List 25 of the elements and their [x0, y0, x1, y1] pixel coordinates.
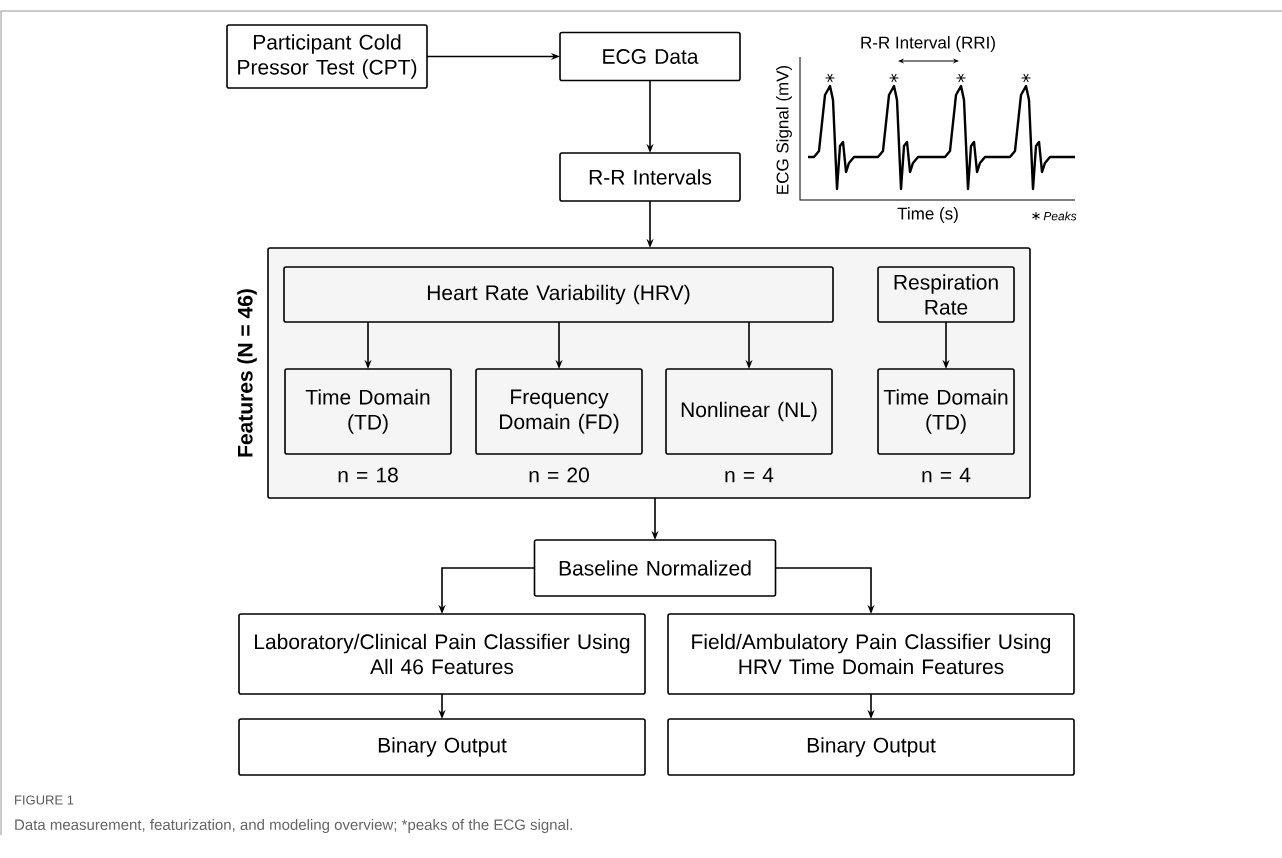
feature-box: Frequency Domain (FD): [475, 368, 643, 455]
figure-number: FIGURE 1: [15, 795, 74, 805]
axis-title: Time (s): [897, 207, 958, 223]
axis-title: ECG Signal (mV): [776, 65, 792, 194]
feature-box: Time Domain (TD): [284, 368, 452, 455]
count-label: n = 20: [529, 467, 589, 483]
output-box: Binary Output: [667, 718, 1075, 776]
feature-box: Time Domain (TD): [877, 368, 1015, 455]
axis-title: R-R Interval (RRI): [861, 36, 995, 52]
process-box: Participant Cold Pressor Test (CPT): [226, 24, 428, 89]
classifier-box: Field/Ambulatory Pain Classifier Using HRV Time Domain Features: [667, 613, 1075, 695]
process-box: Baseline Normalized: [533, 539, 777, 597]
classifier-box: Laboratory/Clinical Pain Classifier Using All 46 Features: [238, 613, 646, 695]
count-label: n = 4: [922, 467, 971, 483]
count-label: n = 4: [725, 467, 774, 483]
category-box: Respiration Rate: [877, 266, 1015, 323]
category-box: Heart Rate Variability (HRV): [283, 266, 834, 323]
process-box: R-R Intervals: [559, 152, 741, 202]
output-box: Binary Output: [238, 718, 646, 776]
feature-box: Nonlinear (NL): [665, 368, 833, 455]
legend-text: Peaks: [1043, 211, 1077, 221]
caption: Data measurement, featurization, and modeling overview; *peaks of the ECG signal.: [15, 819, 572, 833]
process-box: ECG Data: [559, 31, 741, 82]
group-label: Features (N = 46): [237, 289, 257, 457]
count-label: n = 18: [338, 467, 398, 483]
